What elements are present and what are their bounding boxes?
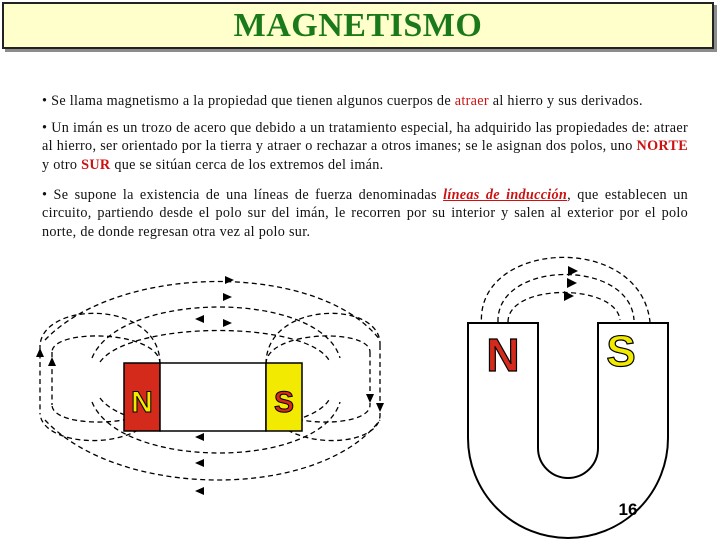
highlight-norte: NORTE (636, 138, 688, 155)
paragraph-magnet-definition: • Un imán es un trozo de acero que debid… (42, 119, 688, 174)
highlight-sur: SUR (81, 156, 111, 173)
bar-magnet-arrows (36, 276, 384, 495)
arrow (195, 459, 204, 467)
arrow (568, 266, 578, 276)
bar-magnet-field-lines (39, 280, 381, 481)
arrow (223, 293, 232, 301)
bar-magnet-body (159, 362, 267, 432)
bar-magnet-south-pole (265, 362, 303, 432)
bar-magnet-s-label: S (274, 386, 294, 419)
horseshoe-field-lines (480, 256, 651, 329)
field-line (265, 335, 371, 365)
paragraph-induction-lines: • Se supone la existencia de una líneas … (42, 186, 688, 241)
arrow (195, 487, 204, 495)
page-number: 16 (618, 500, 638, 519)
arrow (366, 394, 374, 403)
arrow (223, 319, 232, 327)
arrow (567, 278, 577, 288)
field-line (480, 256, 651, 329)
arrow (225, 276, 234, 284)
p3-text-after: , que establecen un circuito, partiendo … (42, 187, 688, 240)
paragraph-magnetism-definition: • Se llama magnetismo a la propiedad que… (42, 92, 688, 110)
bar-magnet: N S (123, 362, 303, 432)
field-line (44, 419, 381, 481)
arrow (376, 403, 384, 412)
arrow (564, 291, 574, 301)
horseshoe-n-label: N (486, 329, 519, 381)
highlight-atraer: atraer (454, 93, 489, 109)
horseshoe-magnet: N S (467, 322, 669, 539)
bar-magnet-n-label: N (131, 386, 153, 419)
arrow (195, 315, 204, 323)
p2-text-before: Un imán es un trozo de acero que debido … (42, 120, 689, 155)
p1-text-before: Se llama magnetismo a la propiedad que t… (51, 93, 451, 109)
p2-text-after: que se sitúan cerca de los extremos del … (114, 156, 384, 173)
field-line (91, 306, 341, 359)
field-line (99, 397, 331, 431)
p3-text-before: Se supone la existencia de una líneas de… (53, 187, 437, 203)
arrow (36, 348, 44, 357)
field-line (44, 280, 381, 341)
field-line (507, 291, 621, 323)
field-line (497, 273, 635, 323)
horseshoe-body (467, 322, 669, 539)
bar-magnet-north-pole (123, 362, 161, 432)
field-line (39, 312, 161, 365)
field-line (265, 312, 381, 365)
bullet: • (42, 187, 48, 203)
bullet: • (42, 93, 48, 109)
field-line (99, 329, 331, 363)
page-title: MAGNETISMO (233, 6, 483, 44)
p2-text-middle: y otro (42, 156, 78, 173)
title-banner: MAGNETISMO (2, 2, 714, 49)
field-line (51, 335, 161, 365)
arrow (48, 357, 56, 366)
highlight-lineas-de-induccion: líneas de inducción (443, 187, 568, 203)
bullet: • (42, 120, 48, 136)
p1-text-after: al hierro y sus derivados. (492, 93, 643, 109)
horseshoe-arrows (564, 266, 578, 301)
arrow (195, 433, 204, 441)
horseshoe-s-label: S (606, 327, 635, 376)
